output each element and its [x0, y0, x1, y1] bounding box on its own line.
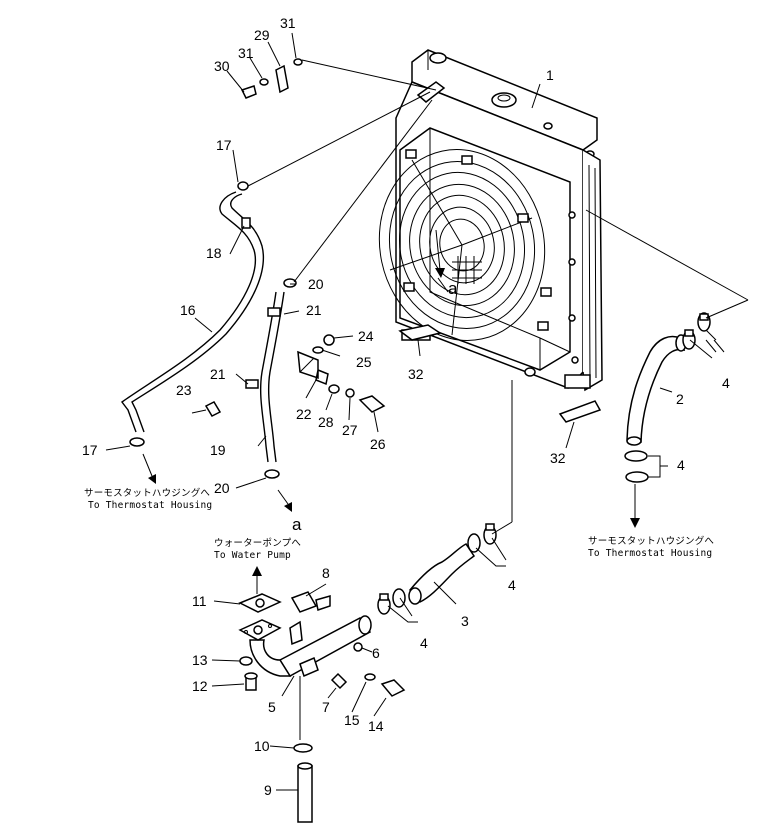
connection-lines: [105, 32, 749, 791]
label-part-17: 17: [216, 137, 232, 153]
label-part-7: 7: [322, 699, 330, 715]
label-part-16: 16: [180, 302, 196, 318]
label-part-10: 10: [254, 738, 270, 754]
o-ring: [293, 743, 313, 753]
bolt-14: [380, 679, 406, 697]
radiator-assembly: [378, 49, 603, 392]
label-part-32: 32: [408, 366, 424, 382]
label-part-5: 5: [268, 699, 276, 715]
washer-28: [328, 384, 340, 394]
washer-27: [345, 388, 355, 398]
label-part-20: 20: [214, 480, 230, 496]
label-part-15: 15: [344, 712, 360, 728]
clamp-17-top: [237, 181, 249, 191]
reference-a-fan: a: [448, 279, 458, 298]
water-pipe-assembly: [238, 593, 372, 740]
cap-29: [275, 64, 289, 94]
flow-arrows: [142, 229, 640, 594]
label-part-28: 28: [318, 414, 334, 430]
clamp-20-top: [283, 278, 297, 288]
label-part-29: 29: [254, 27, 270, 43]
label-part-22: 22: [296, 406, 312, 422]
label-part-4: 4: [677, 457, 685, 473]
washer-31a: [259, 78, 269, 86]
washer-25: [312, 346, 324, 354]
label-part-26: 26: [370, 436, 386, 452]
label-part-18: 18: [206, 245, 222, 261]
label-part-17: 17: [82, 442, 98, 458]
bracket-32-right: [558, 400, 602, 423]
washer-31b: [293, 58, 303, 66]
bolt-30: [240, 85, 257, 99]
label-part-6: 6: [372, 645, 380, 661]
label-part-2: 2: [676, 391, 684, 407]
bracket-32-left: [398, 324, 442, 341]
label-part-12: 12: [192, 678, 208, 694]
reference-a-pipe: a: [292, 515, 302, 534]
destination-captions: サーモスタットハウジングへ To Thermostat Housing ウォータ…: [84, 487, 714, 561]
label-part-4: 4: [420, 635, 428, 651]
hose-clamps-lower: [377, 523, 497, 615]
label-part-24: 24: [358, 328, 374, 344]
label-part-13: 13: [192, 652, 208, 668]
bolt-23: [204, 401, 222, 417]
label-part-31: 31: [280, 15, 296, 31]
nut-24: [323, 334, 335, 346]
label-part-32: 32: [550, 450, 566, 466]
bolt-7: [330, 672, 348, 690]
bracket: [297, 350, 329, 386]
label-part-20: 20: [308, 276, 324, 292]
label-part-4: 4: [722, 375, 730, 391]
label-part-3: 3: [461, 613, 469, 629]
label-part-31: 31: [238, 45, 254, 61]
label-part-27: 27: [342, 422, 358, 438]
drain-tube: [297, 765, 313, 823]
label-part-1: 1: [546, 67, 554, 83]
long-vent-hose: [121, 191, 265, 433]
label-part-11: 11: [192, 593, 207, 609]
label-part-23: 23: [176, 382, 192, 398]
label-part-21: 21: [210, 366, 226, 382]
label-part-9: 9: [264, 782, 272, 798]
short-vent-hose: [245, 291, 285, 463]
washer-15: [364, 673, 376, 681]
caption-right-en: To Thermostat Housing: [588, 548, 712, 559]
upper-hose: [626, 334, 687, 446]
caption-pump-jp: ウォーターポンプへ: [214, 538, 301, 549]
fan-guard: [378, 149, 546, 341]
nut-6: [353, 642, 363, 652]
lower-hose: [408, 543, 476, 605]
label-part-30: 30: [214, 58, 230, 74]
caption-right-jp: サーモスタットハウジングへ: [588, 535, 714, 547]
washer: [239, 656, 253, 666]
label-part-19: 19: [210, 442, 226, 458]
caption-left-en: To Thermostat Housing: [88, 500, 212, 511]
part-labels: 1 2 3 4 4 4 4 5 6 7 8 9 10 11 12 13 14 1…: [82, 15, 730, 798]
label-part-8: 8: [322, 565, 330, 581]
clamp-17-bottom: [129, 437, 145, 447]
caption-left-jp: サーモスタットハウジングへ: [84, 487, 210, 499]
caption-pump-en: To Water Pump: [214, 550, 291, 561]
drain-cock: [290, 591, 331, 613]
label-part-25: 25: [356, 354, 372, 370]
label-part-21: 21: [306, 302, 322, 318]
label-part-4: 4: [508, 577, 516, 593]
bolt-26: [358, 395, 386, 413]
clamp-20-bottom: [264, 469, 280, 479]
label-part-14: 14: [368, 718, 384, 734]
